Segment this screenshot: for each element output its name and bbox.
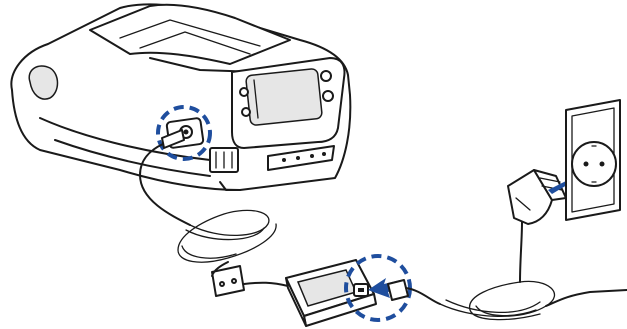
printer-icon (11, 4, 350, 190)
wall-plug (508, 170, 566, 224)
wall-outlet-icon (566, 100, 620, 220)
ac-cord (388, 222, 627, 320)
